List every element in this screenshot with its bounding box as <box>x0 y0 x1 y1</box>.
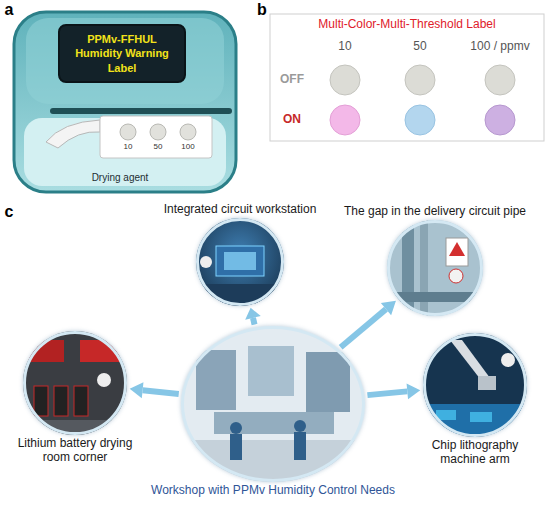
workshop-scene-part <box>294 432 306 460</box>
scene-circle: Chip lithography machine arm <box>423 333 527 437</box>
threshold-value: 50 <box>154 143 163 152</box>
battery-room-scene <box>20 330 130 440</box>
scene-caption: Integrated circuit workstation <box>164 202 317 216</box>
pipe-gap-scene-part <box>385 292 485 302</box>
threshold-grid-part <box>485 105 515 135</box>
panel-title: Multi-Color-Multi-Threshold Label <box>270 17 544 31</box>
panel-letter: c <box>5 203 14 221</box>
flow-arrow <box>245 308 261 325</box>
ic-workstation-scene-part <box>200 256 212 268</box>
scene-circle: Integrated circuit workstation <box>196 218 284 306</box>
pipe-gap-scene-part <box>446 238 468 266</box>
dispenser-housing <box>14 12 236 192</box>
threshold-value: 100 <box>181 143 194 152</box>
threshold-panel: Multi-Color-Multi-Threshold Label <box>270 14 544 141</box>
scene-circle: Lithium battery drying room corner <box>23 331 127 435</box>
pipe-gap-scene-part <box>385 218 485 318</box>
workshop-scene-part <box>196 350 236 410</box>
workshop-scene-part <box>230 434 242 460</box>
workshop-scene-part <box>180 326 366 482</box>
battery-room-scene-part <box>80 340 120 362</box>
pipe-gap-scene <box>385 218 485 318</box>
ic-workstation-scene-part <box>216 246 264 276</box>
scene-caption: Lithium battery drying room corner <box>10 436 140 465</box>
panel-letter: b <box>257 1 267 19</box>
scene-circle: The gap in the delivery circuit pipe <box>387 220 483 316</box>
dispenser-housing-part <box>50 108 232 114</box>
arrow-shaft <box>341 309 386 347</box>
arrow-shaft <box>367 391 407 395</box>
lithography-arm-scene-part <box>470 412 492 422</box>
workshop-scene-part <box>294 420 306 432</box>
battery-room-scene-part <box>97 373 111 387</box>
threshold-grid-part <box>330 105 360 135</box>
ic-workstation-scene <box>190 210 290 320</box>
lithography-arm-scene-part <box>478 376 496 390</box>
dispenser-housing-part <box>46 120 100 148</box>
threshold-grid-part <box>485 65 515 95</box>
lithography-arm-scene <box>420 330 530 440</box>
arrow-head <box>381 301 396 315</box>
battery-room-scene-part <box>20 330 130 440</box>
ic-workstation-scene-part <box>190 210 290 320</box>
arrow-head <box>407 383 421 399</box>
threshold-grid <box>270 14 544 141</box>
workshop-ellipse: Workshop with PPMv Humidity Control Need… <box>181 326 365 482</box>
pipe-gap-scene-part <box>449 242 465 256</box>
arrow-head <box>245 308 261 320</box>
threshold-grid-part <box>330 65 360 95</box>
lithography-arm-scene-part <box>426 404 526 434</box>
scene-caption: Workshop with PPMv Humidity Control Need… <box>151 483 395 497</box>
ic-workstation-scene-part <box>224 252 256 270</box>
flow-arrow <box>130 382 179 398</box>
lithography-arm-scene-part <box>436 410 456 420</box>
threshold-value: 10 <box>124 143 133 152</box>
dispenser-housing-part <box>180 124 196 140</box>
column-header: 10 <box>338 40 351 53</box>
workshop-scene-part <box>230 422 242 434</box>
battery-room-scene-part <box>54 386 68 416</box>
dispenser-housing-part <box>120 124 136 140</box>
scene-caption: Chip lithography machine arm <box>410 438 540 467</box>
threshold-grid-part <box>405 65 435 95</box>
pipe-gap-scene-part <box>420 218 428 318</box>
threshold-grid-part <box>405 105 435 135</box>
column-header: 50 <box>413 40 426 53</box>
pipe-gap-scene-part <box>402 218 414 318</box>
threshold-grid-part <box>270 14 544 141</box>
panel-title: PPMv-FFHUL Humidity Warning Label <box>64 32 180 75</box>
row-label: ON <box>283 113 301 126</box>
dispenser-housing-part <box>150 124 166 140</box>
workshop-scene-part <box>248 346 294 396</box>
panel-letter: a <box>5 1 14 19</box>
row-label: OFF <box>280 73 304 86</box>
screen-panel: PPMv-FFHUL Humidity Warning Label <box>58 24 186 83</box>
column-header: 100 / ppmv <box>470 40 529 53</box>
lithography-arm-scene-part <box>420 330 530 440</box>
flow-arrow <box>341 301 396 347</box>
battery-room-scene-part <box>74 386 88 416</box>
battery-room-scene-part <box>28 340 64 362</box>
lithography-arm-scene-part <box>501 353 515 367</box>
battery-room-scene-part <box>34 386 48 416</box>
workshop-scene-part <box>180 440 366 482</box>
workshop-scene-part <box>306 352 350 412</box>
scene-caption: The gap in the delivery circuit pipe <box>344 204 526 218</box>
arrow-head <box>130 382 144 398</box>
dispenser-housing-part <box>100 116 212 158</box>
part-label: Drying agent <box>92 172 149 183</box>
arrow-shaft <box>143 390 179 394</box>
workshop-scene <box>180 326 366 482</box>
dispenser-housing-part <box>26 18 224 104</box>
workshop-scene-part <box>214 412 334 434</box>
flow-arrow <box>367 383 420 399</box>
arrow-shaft <box>253 318 255 325</box>
pipe-gap-scene-part <box>449 269 463 283</box>
dispenser-housing-part <box>14 12 236 192</box>
